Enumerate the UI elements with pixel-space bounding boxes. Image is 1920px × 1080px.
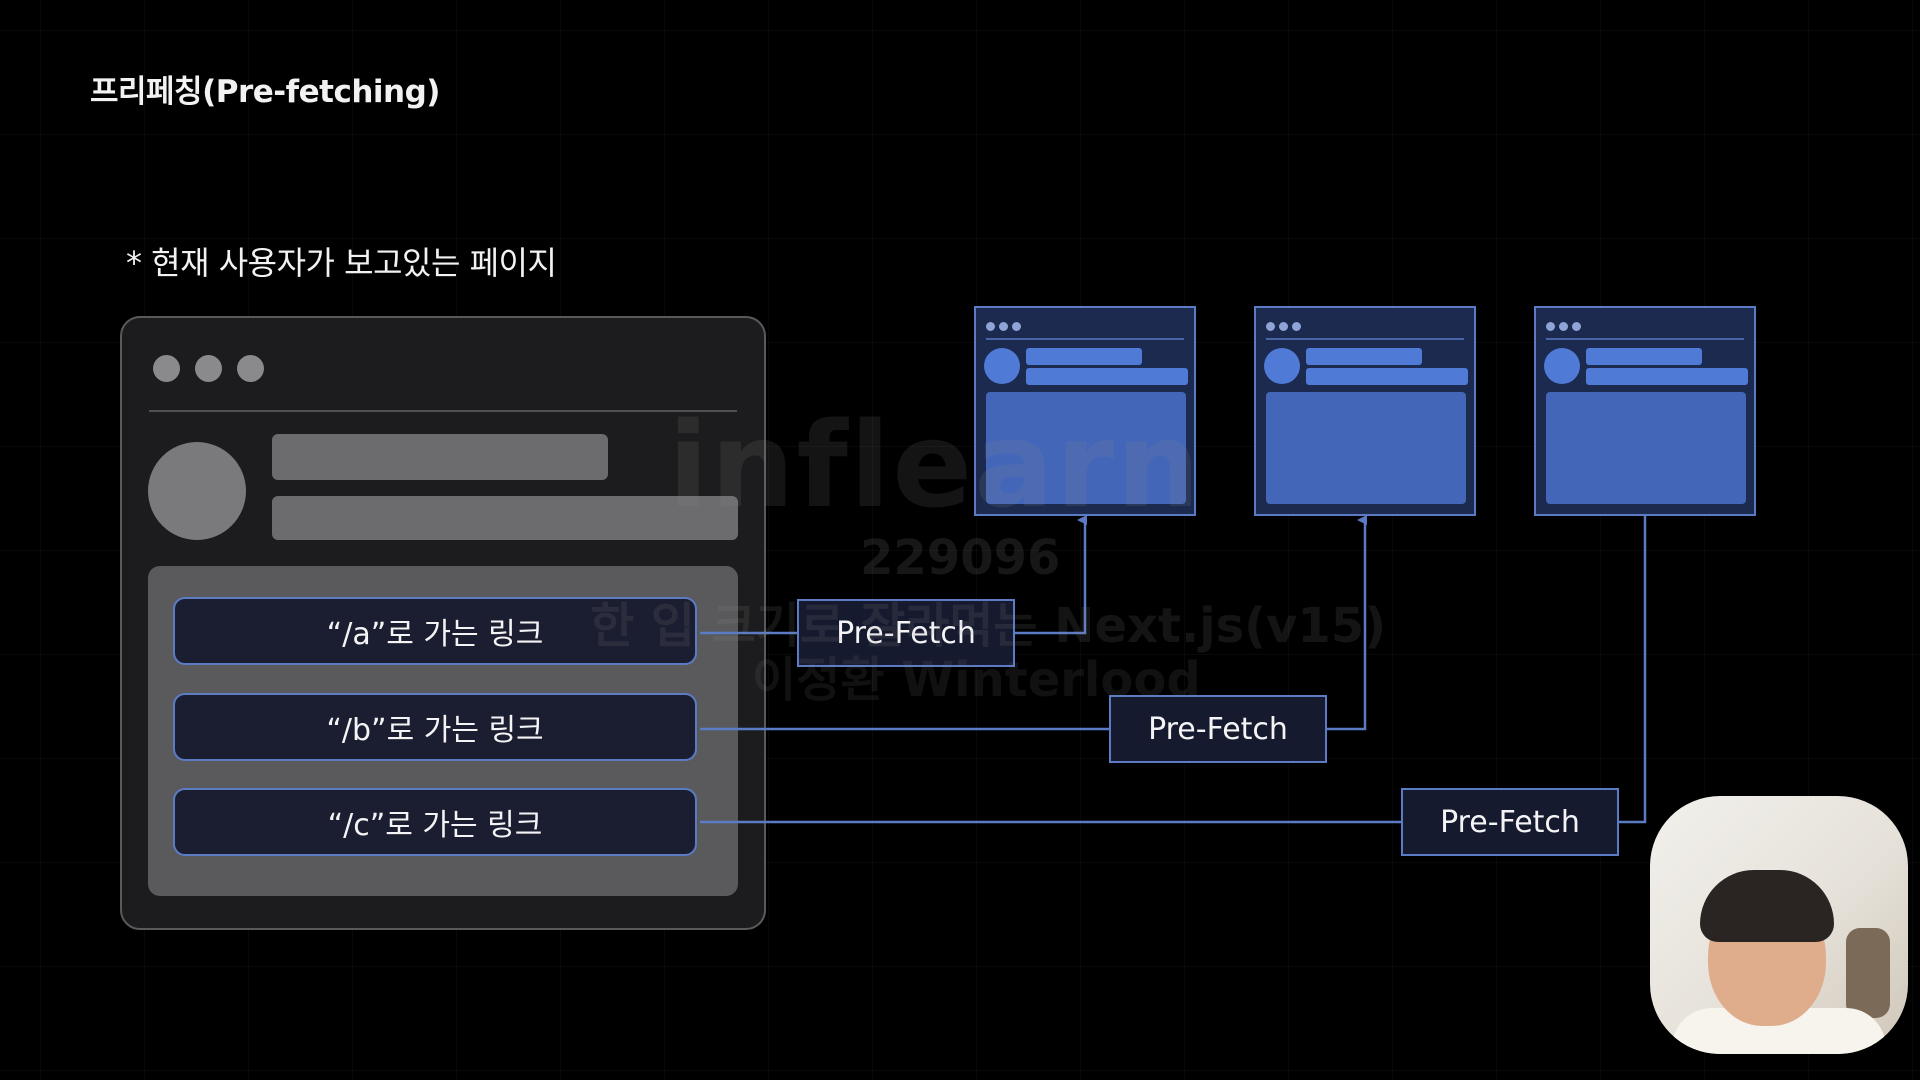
mini-content-block [1266, 392, 1466, 504]
link-b[interactable]: “/b”로 가는 링크 [173, 693, 697, 761]
prefetch-box-c: Pre-Fetch [1401, 788, 1619, 856]
connector-b [700, 520, 1365, 731]
mini-window-dot [1559, 322, 1568, 331]
prefetch-box-a: Pre-Fetch [797, 599, 1015, 667]
slide-title: 프리페칭(Pre-fetching) [90, 74, 440, 110]
prefetched-page-c [1534, 306, 1756, 516]
mini-divider [1266, 338, 1464, 340]
presenter-webcam [1650, 796, 1908, 1054]
content-panel: “/a”로 가는 링크 “/b”로 가는 링크 “/c”로 가는 링크 [148, 566, 738, 896]
header-bar-placeholder [272, 434, 608, 480]
avatar-placeholder [148, 442, 246, 540]
window-divider [149, 410, 737, 412]
connector-c [700, 507, 1645, 824]
subheader-bar-placeholder [272, 496, 738, 540]
link-c[interactable]: “/c”로 가는 링크 [173, 788, 697, 856]
prefetch-box-b: Pre-Fetch [1109, 695, 1327, 763]
mini-divider [1546, 338, 1744, 340]
mini-bar [1586, 348, 1702, 365]
mini-avatar [984, 348, 1020, 384]
mini-bar [1306, 368, 1468, 385]
webcam-presenter-hair [1700, 870, 1834, 942]
link-a[interactable]: “/a”로 가는 링크 [173, 597, 697, 665]
webcam-chair [1846, 928, 1890, 1018]
mini-bar [1586, 368, 1748, 385]
mini-bar [1026, 348, 1142, 365]
prefetched-page-a [974, 306, 1196, 516]
mini-window-dot [986, 322, 995, 331]
window-dot [153, 355, 180, 382]
mini-bar [1306, 348, 1422, 365]
window-dot [195, 355, 222, 382]
mini-avatar [1264, 348, 1300, 384]
mini-window-dot [1279, 322, 1288, 331]
current-page-caption: * 현재 사용자가 보고있는 페이지 [126, 244, 557, 282]
mini-window-dot [1266, 322, 1275, 331]
mini-avatar [1544, 348, 1580, 384]
current-page-window: “/a”로 가는 링크 “/b”로 가는 링크 “/c”로 가는 링크 [120, 316, 766, 930]
mini-window-dot [1012, 322, 1021, 331]
prefetched-page-b [1254, 306, 1476, 516]
mini-bar [1026, 368, 1188, 385]
mini-divider [986, 338, 1184, 340]
mini-content-block [986, 392, 1186, 504]
mini-window-dot [999, 322, 1008, 331]
mini-window-dot [1292, 322, 1301, 331]
window-dot [237, 355, 264, 382]
mini-content-block [1546, 392, 1746, 504]
mini-window-dot [1572, 322, 1581, 331]
mini-window-dot [1546, 322, 1555, 331]
